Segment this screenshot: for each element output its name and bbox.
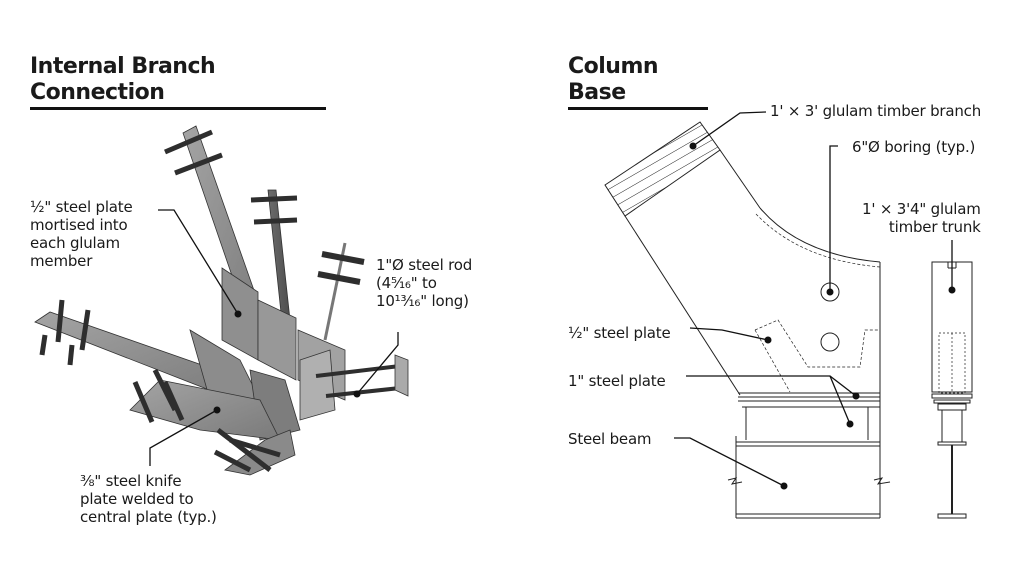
callout-boring: 6"Ø boring (typ.) (852, 138, 976, 156)
branch-section (604, 121, 721, 217)
callout-glulam-branch: 1' × 3' glulam timber branch (770, 102, 982, 120)
internal-branch-connection-title: Internal Branch Connection (30, 54, 326, 110)
callout-knife-plate: ⅜" steel knife plate welded to central p… (80, 472, 217, 526)
callout-glulam-trunk: 1' × 3'4" glulam timber trunk (862, 200, 981, 236)
callout-steel-rod: 1"Ø steel rod (4⁵⁄₁₆" to 10¹³⁄₁₆" long) (376, 256, 473, 310)
callout-one-inch-plate: 1" steel plate (568, 372, 666, 390)
callout-steel-plate-mortised: ½" steel plate mortised into each glulam… (30, 198, 133, 270)
callout-steel-beam: Steel beam (568, 430, 652, 448)
column-base-title: Column Base (568, 54, 708, 110)
callout-half-inch-plate: ½" steel plate (568, 324, 671, 342)
